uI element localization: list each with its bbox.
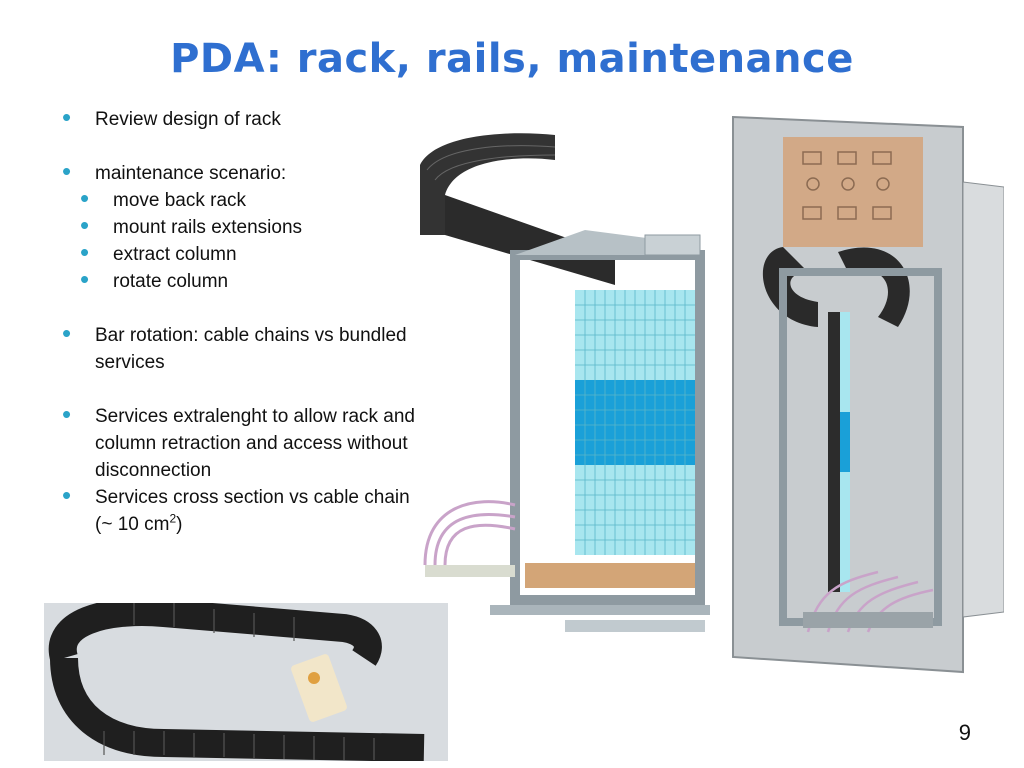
- page-number: 9: [958, 720, 971, 745]
- chain-tag: [291, 654, 347, 722]
- bullet-bar-rotation: Bar rotation: cable chains vs bundled se…: [62, 320, 422, 376]
- chain-top: [48, 603, 382, 666]
- sub-bullet-rotate: rotate column: [80, 266, 422, 295]
- rack-column-render: [420, 133, 710, 632]
- cable-chain-arc: [420, 133, 555, 235]
- bullet-list: Review design of rack maintenance scenar…: [62, 104, 422, 538]
- service-plate: [783, 137, 923, 247]
- rails: [490, 605, 710, 615]
- bullet-maintenance: maintenance scenario:: [62, 158, 422, 187]
- base-slats: [525, 563, 695, 588]
- maintenance-sublist: move back rack mount rails extensions ex…: [62, 185, 422, 295]
- services-cross-close: ): [176, 514, 183, 535]
- chain-bottom: [50, 657, 425, 761]
- superscript: 2: [169, 511, 177, 526]
- services-cross-text: Services cross section vs cable chain (~…: [95, 487, 410, 535]
- bullet-services-cross: Services cross section vs cable chain (~…: [62, 482, 422, 538]
- bullet-review: Review design of rack: [62, 104, 422, 133]
- cable-chain-right: [838, 247, 910, 327]
- bottom-rail: [803, 612, 933, 628]
- cabinet-render: [732, 115, 1004, 674]
- sub-bullet-move-back: move back rack: [80, 185, 422, 214]
- cable-chain-photo: [44, 603, 448, 761]
- sub-bullet-mount-rails: mount rails extensions: [80, 212, 422, 241]
- cabinet-side: [962, 181, 1004, 618]
- slide-title: PDA: rack, rails, maintenance: [170, 36, 854, 82]
- crystal-grid: [575, 290, 695, 555]
- cable-chain-run: [445, 195, 615, 285]
- chain-links: [103, 603, 375, 760]
- sub-bullet-extract: extract column: [80, 239, 422, 268]
- column: [828, 312, 840, 592]
- cable-chain-left: [762, 247, 818, 327]
- services-loops: [423, 500, 516, 566]
- bullet-services-extra: Services extralenght to allow rack and c…: [62, 401, 422, 484]
